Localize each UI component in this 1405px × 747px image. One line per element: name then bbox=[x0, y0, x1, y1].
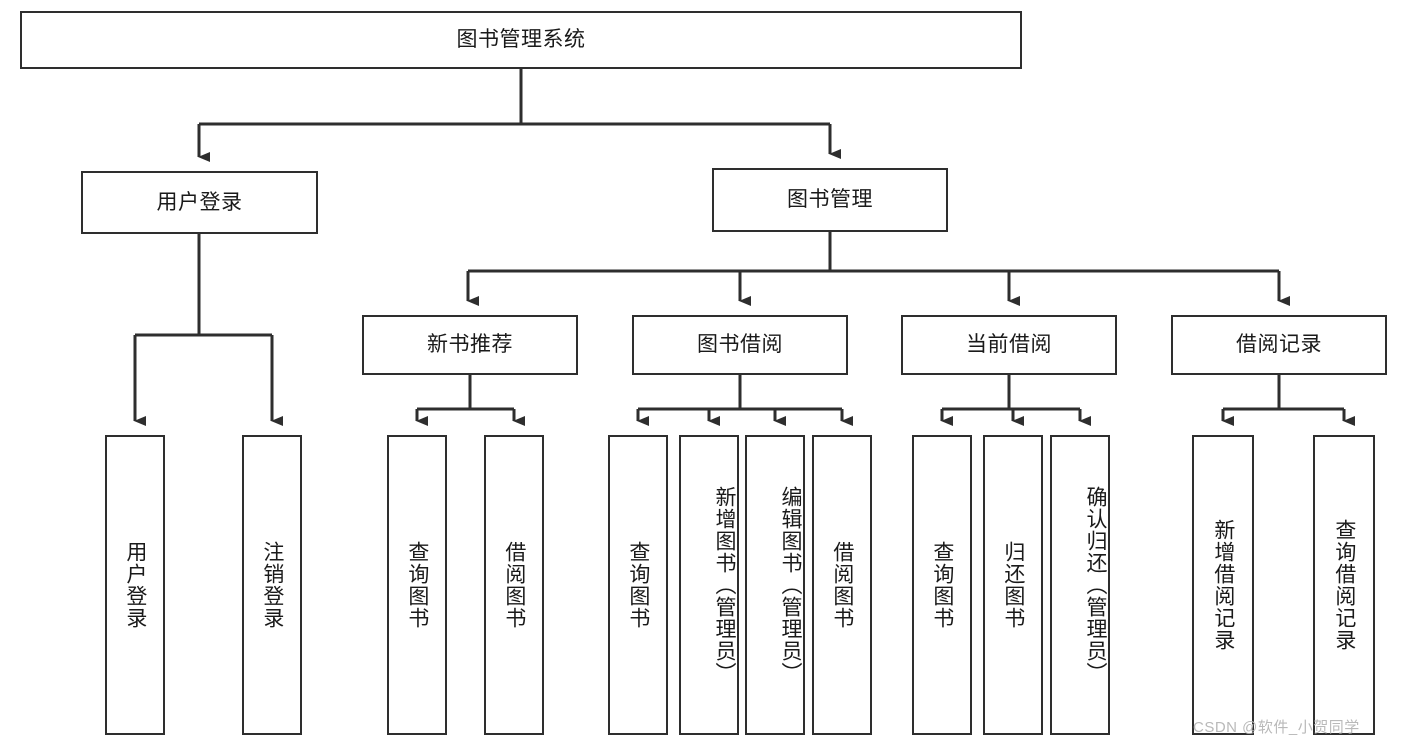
node-leaf-add-record-label: 新增借阅记录 bbox=[1211, 519, 1235, 651]
node-current-borrow-label: 当前借阅 bbox=[966, 333, 1052, 357]
node-new-book-recommend[interactable]: 新书推荐 bbox=[362, 315, 578, 375]
node-leaf-add-record[interactable]: 新增借阅记录 bbox=[1192, 435, 1254, 735]
node-leaf-query-book-3[interactable]: 查询图书 bbox=[912, 435, 972, 735]
csdn-watermark: CSDN @软件_小贺同学 bbox=[1193, 719, 1360, 736]
node-current-borrow[interactable]: 当前借阅 bbox=[901, 315, 1117, 375]
node-leaf-borrow-book-2[interactable]: 借阅图书 bbox=[812, 435, 872, 735]
node-leaf-borrow-book-2-label: 借阅图书 bbox=[830, 541, 854, 629]
node-book-manage[interactable]: 图书管理 bbox=[712, 168, 948, 232]
node-leaf-add-book-label: 新增图书（管理员） bbox=[713, 486, 736, 684]
node-leaf-user-login-label: 用户登录 bbox=[123, 541, 147, 629]
node-leaf-confirm-return[interactable]: 确认归还（管理员） bbox=[1050, 435, 1110, 735]
node-leaf-edit-book-label: 编辑图书（管理员） bbox=[779, 486, 802, 684]
node-leaf-user-login[interactable]: 用户登录 bbox=[105, 435, 165, 735]
node-root[interactable]: 图书管理系统 bbox=[20, 11, 1022, 69]
node-leaf-query-book-1-label: 查询图书 bbox=[405, 541, 429, 629]
node-leaf-return-book[interactable]: 归还图书 bbox=[983, 435, 1043, 735]
node-book-borrow[interactable]: 图书借阅 bbox=[632, 315, 848, 375]
node-leaf-borrow-book-1[interactable]: 借阅图书 bbox=[484, 435, 544, 735]
node-book-borrow-label: 图书借阅 bbox=[697, 333, 783, 357]
node-leaf-query-book-3-label: 查询图书 bbox=[930, 541, 954, 629]
node-leaf-edit-book[interactable]: 编辑图书（管理员） bbox=[745, 435, 805, 735]
node-leaf-query-record[interactable]: 查询借阅记录 bbox=[1313, 435, 1375, 735]
node-leaf-logout-label: 注销登录 bbox=[260, 541, 284, 629]
node-leaf-query-book-2-label: 查询图书 bbox=[626, 541, 650, 629]
node-user-login[interactable]: 用户登录 bbox=[81, 171, 318, 234]
node-root-label: 图书管理系统 bbox=[456, 28, 586, 52]
node-leaf-query-book-2[interactable]: 查询图书 bbox=[608, 435, 668, 735]
node-leaf-logout[interactable]: 注销登录 bbox=[242, 435, 302, 735]
node-leaf-query-book-1[interactable]: 查询图书 bbox=[387, 435, 447, 735]
node-leaf-query-record-label: 查询借阅记录 bbox=[1332, 519, 1356, 651]
node-leaf-confirm-return-label: 确认归还（管理员） bbox=[1084, 486, 1107, 684]
node-user-login-label: 用户登录 bbox=[156, 190, 243, 214]
node-borrow-record[interactable]: 借阅记录 bbox=[1171, 315, 1387, 375]
node-leaf-add-book[interactable]: 新增图书（管理员） bbox=[679, 435, 739, 735]
node-borrow-record-label: 借阅记录 bbox=[1236, 333, 1322, 357]
node-leaf-borrow-book-1-label: 借阅图书 bbox=[502, 541, 526, 629]
node-leaf-return-book-label: 归还图书 bbox=[1001, 541, 1025, 629]
node-book-manage-label: 图书管理 bbox=[787, 188, 873, 212]
node-new-book-recommend-label: 新书推荐 bbox=[427, 333, 513, 357]
